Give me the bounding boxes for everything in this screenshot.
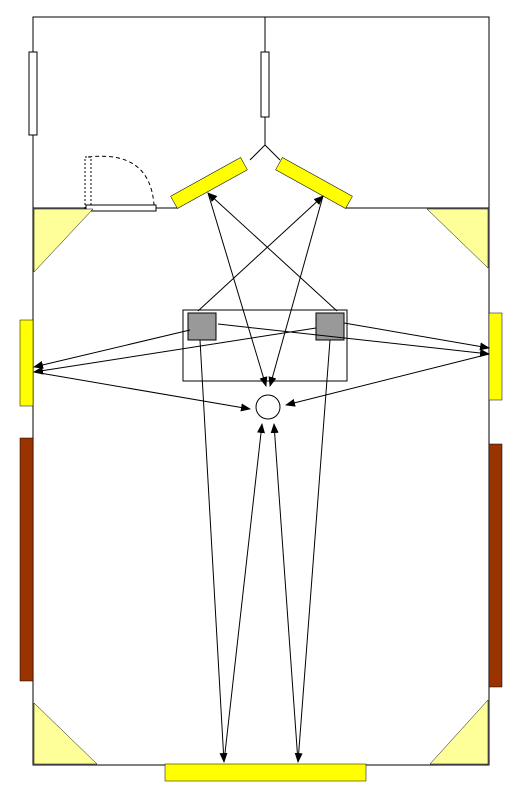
panel-rear-wall bbox=[164, 763, 367, 782]
window-center bbox=[260, 51, 270, 118]
path-rear-wall-to-listener-left bbox=[223, 423, 265, 763]
diffuser-left-wall bbox=[19, 437, 34, 682]
door-swing-arc bbox=[87, 155, 155, 206]
bass-trap-bottom-left bbox=[33, 702, 98, 765]
path-left-speaker-to-front-right-panel bbox=[197, 195, 324, 312]
door-leaf bbox=[85, 204, 157, 212]
door bbox=[84, 155, 157, 212]
panel-left-side-wall bbox=[19, 319, 34, 407]
panel-front-left-angled bbox=[170, 157, 248, 209]
bass-trap-top-left bbox=[33, 208, 94, 273]
partition-left-diagonal bbox=[249, 144, 266, 161]
listening-position bbox=[255, 394, 281, 420]
side-wall-diffusers bbox=[19, 437, 503, 688]
path-rear-wall-to-listener-right bbox=[270, 423, 299, 763]
path-front-right-panel-to-listener bbox=[268, 195, 324, 387]
path-left-speaker-to-rear-wall bbox=[199, 339, 228, 763]
door-leaf-open bbox=[84, 156, 92, 210]
reflection-panels bbox=[19, 157, 503, 782]
windows bbox=[28, 51, 270, 136]
diffuser-right-wall bbox=[488, 443, 503, 688]
room-walls bbox=[32, 16, 490, 766]
outer-wall bbox=[32, 16, 490, 766]
path-right-speaker-to-rear-wall bbox=[294, 339, 331, 763]
window-left bbox=[28, 51, 38, 136]
speaker-left bbox=[187, 312, 217, 341]
corner-bass-traps bbox=[33, 208, 489, 765]
bass-trap-bottom-right bbox=[429, 699, 489, 765]
path-left-speaker-to-left-wall bbox=[33, 329, 191, 369]
partition-right-diagonal bbox=[264, 144, 281, 161]
panel-front-right-angled bbox=[275, 157, 353, 209]
bass-trap-top-right bbox=[426, 208, 489, 269]
path-right-wall-to-listener bbox=[285, 353, 490, 407]
path-left-wall-to-listener bbox=[33, 371, 251, 412]
path-front-left-panel-to-listener bbox=[207, 192, 268, 387]
reflection-paths bbox=[33, 192, 490, 763]
path-right-speaker-to-front-left-panel bbox=[207, 192, 338, 312]
path-right-speaker-to-right-wall bbox=[343, 322, 490, 351]
path-right-speaker-to-left-wall bbox=[33, 327, 317, 375]
path-left-speaker-to-right-wall bbox=[217, 323, 490, 357]
panel-right-side-wall bbox=[488, 312, 503, 401]
